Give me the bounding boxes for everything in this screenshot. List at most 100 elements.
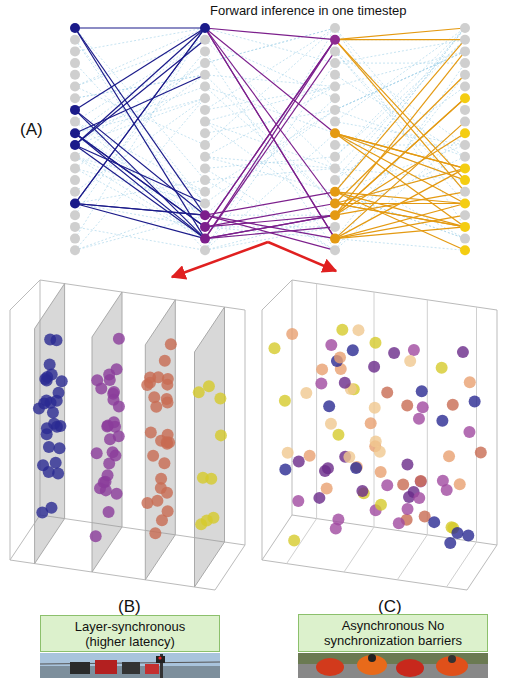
axis-frame xyxy=(262,515,292,560)
active-synapse xyxy=(75,110,205,215)
spike-dot xyxy=(369,402,381,414)
weak-synapse xyxy=(205,28,335,63)
active-synapse xyxy=(205,227,335,239)
spike-dot xyxy=(91,374,103,386)
spike-dot xyxy=(325,418,337,430)
weak-synapse xyxy=(205,215,335,238)
weak-synapse xyxy=(205,168,335,180)
spike-dot xyxy=(375,499,387,511)
neuron-dot xyxy=(460,46,470,56)
async-3d-plot xyxy=(262,280,497,590)
neuron-dot xyxy=(330,70,340,80)
spike-dot xyxy=(463,426,475,438)
spike-dot xyxy=(415,476,427,488)
active-synapse xyxy=(75,145,205,204)
red-arrows xyxy=(172,242,336,277)
weak-synapse xyxy=(75,122,205,227)
spike-dot xyxy=(315,377,327,389)
neuron-dot xyxy=(70,175,80,185)
neuron-dot xyxy=(200,70,210,80)
race-photo xyxy=(298,653,488,678)
layer-plane xyxy=(35,284,65,564)
spike-dot xyxy=(51,334,63,346)
spike-dot xyxy=(325,339,337,351)
weak-synapse xyxy=(205,157,335,169)
neuron-dot xyxy=(200,82,210,92)
grid-line xyxy=(427,300,428,535)
spike-dot xyxy=(144,371,156,383)
active-synapse xyxy=(75,133,205,238)
neuron-dot xyxy=(70,117,80,127)
axis-frame xyxy=(10,310,11,560)
spike-dot xyxy=(100,484,112,496)
active-synapse xyxy=(205,215,335,238)
spike-dot xyxy=(393,517,405,529)
neuron-dot xyxy=(200,152,210,162)
spike-dot xyxy=(39,373,51,385)
weak-synapse xyxy=(205,180,335,250)
active-synapse xyxy=(335,51,465,215)
spike-dot xyxy=(332,429,344,441)
neuron-dot xyxy=(70,105,80,115)
spike-dot xyxy=(203,380,215,392)
neuron-dot xyxy=(200,210,210,220)
spike-dot xyxy=(162,505,174,517)
active-synapse xyxy=(335,39,465,40)
neuron-dot xyxy=(460,222,470,232)
spike-dot xyxy=(45,502,57,514)
spike-dot xyxy=(352,324,364,336)
neuron-dot xyxy=(200,117,210,127)
spike-dot xyxy=(43,441,55,453)
neuron-dot xyxy=(460,152,470,162)
active-synapse xyxy=(335,227,465,239)
active-synapse xyxy=(205,28,335,40)
neuron-dot xyxy=(200,105,210,115)
neuron-dot xyxy=(460,58,470,68)
neuron-dot xyxy=(460,70,470,80)
panel-label: (B) xyxy=(118,597,141,617)
spike-dot xyxy=(444,537,456,549)
weak-synapse xyxy=(205,28,335,250)
neuron-dot xyxy=(70,245,80,255)
weak-synapse xyxy=(205,157,335,169)
active-synapse xyxy=(75,204,205,216)
neuron-dot xyxy=(460,175,470,185)
spike-dot xyxy=(416,385,428,397)
spike-dot xyxy=(286,328,298,340)
spike-dot xyxy=(103,368,115,380)
neuron-dot xyxy=(70,163,80,173)
neuron-dot xyxy=(330,187,340,197)
axis-frame xyxy=(467,545,497,590)
neuron-dot xyxy=(330,163,340,173)
weak-synapse xyxy=(75,40,205,122)
weak-synapse xyxy=(205,215,335,238)
active-synapse xyxy=(335,40,465,180)
grid-line xyxy=(316,284,317,519)
active-synapse xyxy=(75,28,205,204)
weak-synapse xyxy=(75,28,205,215)
weak-synapse xyxy=(205,87,335,134)
weak-synapse xyxy=(335,63,465,250)
spike-dot xyxy=(158,457,170,469)
neuron-dot xyxy=(330,210,340,220)
weak-synapse xyxy=(205,63,335,250)
spike-dot xyxy=(404,355,416,367)
weak-synapse xyxy=(335,51,465,86)
spike-dot xyxy=(397,479,409,491)
axis-frame xyxy=(245,310,246,545)
weak-synapse xyxy=(335,133,465,250)
spike-dot xyxy=(102,469,114,481)
weak-synapse xyxy=(205,28,335,63)
neuron-dot xyxy=(460,140,470,150)
neuron-dot xyxy=(200,128,210,138)
spike-dot xyxy=(374,446,386,458)
active-synapse xyxy=(205,40,335,227)
spike-dot xyxy=(161,379,173,391)
active-synapse xyxy=(75,28,205,204)
spike-dot xyxy=(441,484,453,496)
neuron-dot xyxy=(460,187,470,197)
weak-synapse xyxy=(335,239,465,251)
network-graph xyxy=(70,23,470,255)
active-synapse xyxy=(205,192,335,215)
active-synapse xyxy=(205,28,335,239)
